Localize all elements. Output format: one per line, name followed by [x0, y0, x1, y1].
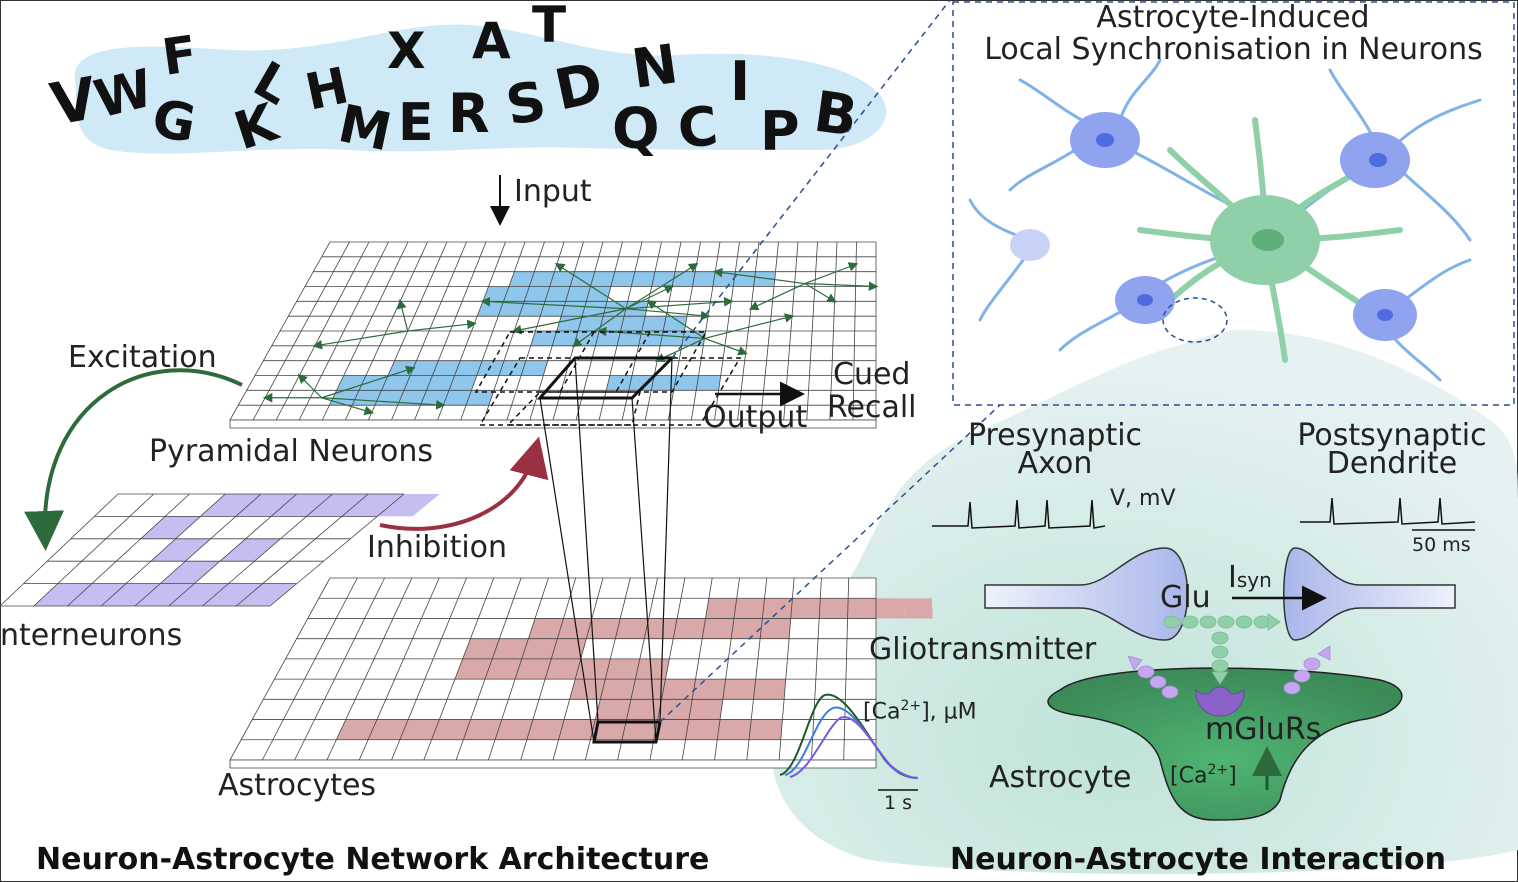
- pyramidal-neurons-label: Pyramidal Neurons: [149, 434, 434, 469]
- input-letter: T: [532, 0, 566, 54]
- astrocyte-label: Astrocyte: [989, 760, 1132, 795]
- voltage-traces: [932, 497, 1476, 531]
- connection-line: [804, 283, 837, 303]
- sync-title-line1: Astrocyte-Induced: [1096, 0, 1370, 35]
- postsynaptic-label: Postsynaptic: [1297, 418, 1487, 453]
- calcium-concentration-label: [Ca2+], µM: [863, 698, 977, 725]
- connection-line: [297, 373, 323, 399]
- glu-label: Glu: [1160, 580, 1211, 615]
- connection-line: [625, 285, 675, 310]
- connection-line: [625, 297, 734, 310]
- input-letter: Q: [612, 97, 660, 162]
- pyramidal-connections: [262, 262, 879, 416]
- zoom-dashed-lines: [659, 0, 1515, 723]
- excitation-arrow: [24, 368, 243, 551]
- connection-line: [748, 282, 806, 311]
- connection-line: [397, 299, 409, 332]
- connection-line: [321, 365, 416, 399]
- dashed-neighbourhood: [474, 331, 742, 426]
- isyn-label: Isyn: [1228, 560, 1272, 595]
- connection-line: [804, 281, 879, 291]
- input-letter: W: [89, 59, 159, 131]
- ms-scale-label: 50 ms: [1412, 534, 1471, 556]
- input-letter: X: [387, 22, 426, 80]
- connection-line: [511, 308, 627, 335]
- voltage-label: V, mV: [1110, 486, 1176, 511]
- connection-line: [480, 296, 626, 310]
- presynaptic-label: Presynaptic: [967, 418, 1143, 453]
- excitation-label: Excitation: [68, 340, 217, 375]
- astrocyte-calcium-label: [Ca2+]: [1170, 762, 1237, 789]
- sync-title-line2: Local Synchronisation in Neurons: [984, 32, 1483, 67]
- input-letter: N: [628, 32, 682, 101]
- inhibition-arrow: [379, 436, 549, 531]
- connection-line: [596, 326, 705, 340]
- connection-line: [407, 319, 477, 332]
- presynaptic-axon-terminal: [984, 547, 1189, 641]
- neuron-cluster-illustration: [968, 58, 1482, 382]
- input-letter: R: [448, 82, 490, 145]
- input-letter: P: [760, 100, 800, 163]
- recall-label: Recall: [827, 390, 917, 425]
- connection-line: [312, 330, 408, 350]
- input-label: Input: [514, 174, 592, 209]
- projection-lines: [539, 357, 673, 743]
- connection-line: [804, 262, 859, 285]
- mglurs-label: mGluRs: [1205, 712, 1322, 747]
- axon-label: Axon: [1017, 446, 1093, 481]
- connection-line: [646, 300, 705, 339]
- connection-line: [712, 267, 805, 285]
- input-letter: I: [730, 50, 750, 113]
- input-letter: B: [810, 79, 861, 149]
- calcium-traces: [779, 693, 919, 791]
- left-panel-title: Neuron-Astrocyte Network Architecture: [36, 842, 710, 877]
- synapse-illustration: [984, 547, 1456, 821]
- input-letter: M: [333, 94, 396, 163]
- connection-line: [321, 397, 375, 416]
- right-panel-title: Neuron-Astrocyte Interaction: [950, 842, 1446, 877]
- postsynaptic-dendrite-terminal: [1283, 547, 1456, 641]
- input-letters-bubble: [74, 24, 887, 154]
- input-letter: C: [675, 94, 721, 161]
- dendrite-label: Dendrite: [1326, 446, 1458, 481]
- input-letter: F: [159, 25, 201, 87]
- connection-line: [625, 308, 711, 321]
- interneuron-grid: [0, 493, 440, 607]
- input-letter: E: [398, 93, 434, 153]
- inhibition-label: Inhibition: [367, 530, 508, 565]
- astrocyte-grid: [229, 577, 933, 769]
- interneurons-label: nterneurons: [0, 618, 183, 653]
- gliotransmitter-label: Gliotransmitter: [869, 632, 1097, 667]
- astrocytes-label: Astrocytes: [218, 768, 377, 803]
- input-letter: A: [472, 12, 511, 70]
- mglur-receptor: [1195, 686, 1245, 717]
- connection-line: [625, 262, 699, 310]
- seconds-scale-label: 1 s: [884, 792, 913, 814]
- output-label: Output: [703, 400, 808, 435]
- connection-line: [704, 313, 795, 339]
- connection-line: [554, 262, 627, 310]
- connection-line: [704, 337, 748, 356]
- cued-label: Cued: [833, 357, 911, 392]
- connection-line: [321, 397, 446, 410]
- input-letter: G: [148, 89, 200, 156]
- astrocyte-process: [1047, 667, 1403, 821]
